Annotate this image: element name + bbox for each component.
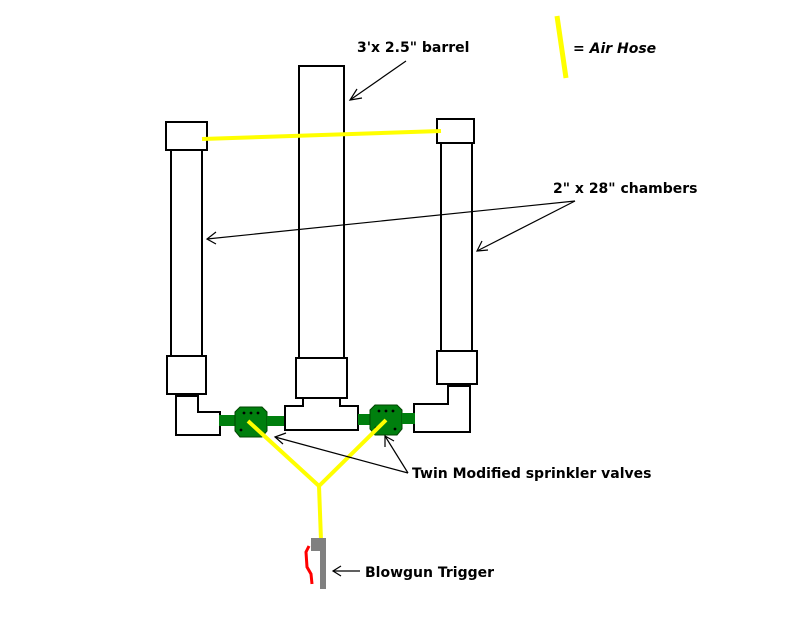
- legend-label: = Air Hose: [573, 41, 656, 57]
- right-chamber-tube: [440, 142, 473, 352]
- barrel-arrow: [348, 60, 407, 101]
- right-valve: [358, 404, 415, 436]
- chambers-arrow-left: [205, 200, 576, 245]
- left-chamber: [165, 121, 221, 436]
- right-chamber-bottom-cap: [436, 350, 478, 385]
- left-chamber-tube: [170, 149, 203, 357]
- chambers-label: 2" x 28" chambers: [553, 181, 698, 197]
- barrel-tube: [298, 65, 345, 359]
- left-chamber-bottom-cap: [166, 355, 207, 395]
- left-valve-inlet: [219, 415, 235, 426]
- legend-hose-swatch: [554, 15, 569, 79]
- right-chamber-top-cap: [436, 118, 475, 144]
- left-chamber-top-cap: [165, 121, 208, 151]
- right-chamber: [413, 118, 478, 433]
- trigger-label: Blowgun Trigger: [365, 565, 494, 581]
- trigger-head: [311, 538, 326, 551]
- barrel-tee: [284, 397, 359, 431]
- blowgun-trigger: [304, 538, 326, 589]
- barrel-label: 3'x 2.5" barrel: [357, 40, 469, 56]
- valves-arrow-right: [384, 434, 409, 474]
- valves-arrow-left: [273, 432, 409, 474]
- chambers-arrow-right: [475, 200, 576, 252]
- right-valve-inlet: [358, 414, 370, 425]
- barrel: [284, 65, 359, 431]
- trigger-arrow: [331, 565, 360, 577]
- right-elbow: [413, 385, 471, 433]
- barrel-coupler: [295, 357, 348, 399]
- trigger-air-hose: [317, 485, 323, 541]
- right-valve-outlet: [402, 413, 415, 424]
- trigger-stem: [320, 551, 326, 589]
- left-valve-outlet: [267, 416, 284, 426]
- valves-label: Twin Modified sprinkler valves: [412, 466, 651, 482]
- trigger-lever: [304, 545, 314, 585]
- top-air-hose: [201, 129, 442, 141]
- left-elbow: [175, 395, 221, 436]
